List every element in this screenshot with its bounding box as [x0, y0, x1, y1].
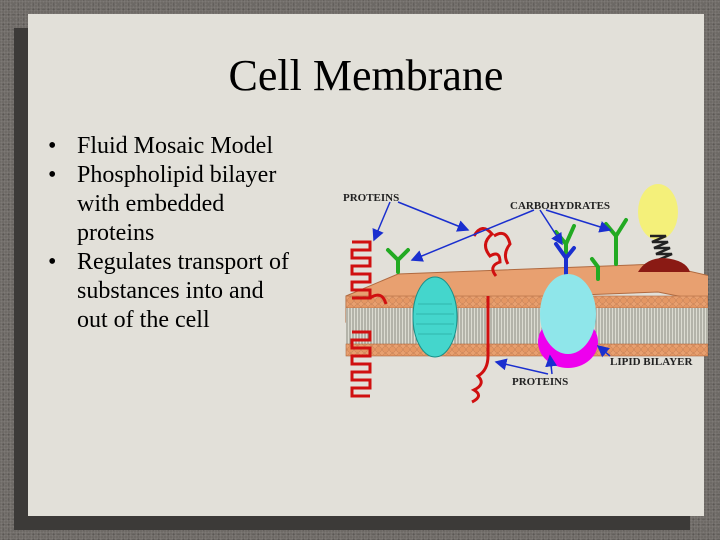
slide: Cell Membrane • Fluid Mosaic Model • Pho…: [28, 14, 708, 516]
bullet-item: • Phospholipid bilayer with embedded pro…: [48, 161, 298, 248]
red-helix-protein-left: [350, 240, 388, 398]
glycolipid-stalk: [650, 234, 673, 262]
arrow: [410, 209, 535, 262]
arrow: [372, 201, 391, 242]
yellow-glycolipid: [638, 184, 678, 240]
arrow: [545, 209, 612, 233]
carbohydrate-chain: [604, 218, 628, 266]
bullet-dot: •: [48, 162, 57, 188]
bullet-text: Regulates transport of substances into a…: [77, 249, 289, 333]
annotation-arrows: [372, 201, 612, 375]
lipid-bilayer: [345, 263, 708, 357]
label-lipid-bilayer: LIPID BILAYER: [610, 356, 693, 368]
channel-protein: [412, 276, 458, 358]
label-carbohydrates: CARBOHYDRATES: [510, 200, 610, 212]
bullet-text: Phospholipid bilayer with embedded prote…: [77, 162, 277, 246]
label-proteins-bottom: PROTEINS: [512, 376, 568, 388]
cell-membrane-diagram: PROTEINS CARBOHYDRATES LIPID BILAYER PRO…: [343, 184, 708, 404]
carbohydrate-chain: [590, 257, 600, 281]
bullet-text: Fluid Mosaic Model: [77, 133, 273, 159]
peripheral-protein-dark-red: [638, 258, 690, 272]
membrane-upper-heads: [345, 295, 708, 309]
arrow: [539, 209, 563, 246]
bullet-item: • Fluid Mosaic Model: [48, 132, 298, 161]
protein-glycan-chain: [554, 242, 576, 276]
label-proteins-top: PROTEINS: [343, 192, 399, 204]
carbohydrate-chain: [386, 248, 410, 274]
bullet-list: • Fluid Mosaic Model • Phospholipid bila…: [48, 132, 298, 335]
integral-protein-large: [540, 274, 596, 354]
bullet-item: • Regulates transport of substances into…: [48, 248, 298, 335]
arrow: [494, 358, 549, 375]
membrane-lower-heads: [345, 343, 708, 357]
arrow: [545, 354, 558, 375]
arrow: [596, 345, 611, 358]
arrow: [397, 201, 470, 232]
bullet-dot: •: [48, 133, 57, 159]
bullet-dot: •: [48, 249, 57, 275]
slide-title: Cell Membrane: [228, 51, 504, 100]
